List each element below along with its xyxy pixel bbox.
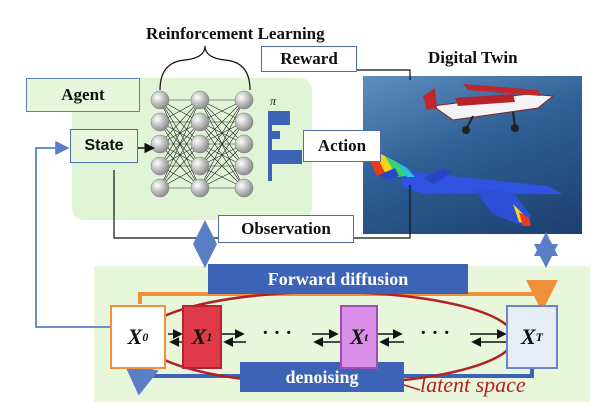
policy-bars (268, 111, 302, 181)
state-box: State (70, 129, 138, 163)
nn-node (190, 156, 210, 176)
nn-node (150, 90, 170, 110)
reward-brace (159, 45, 251, 91)
denoising-label: denoising (240, 362, 404, 392)
nn-node (190, 112, 210, 132)
nn-node (234, 178, 254, 198)
nn-edge (199, 143, 245, 189)
nn-node (190, 90, 210, 110)
nn-node (234, 112, 254, 132)
red-plane-icon (423, 84, 555, 134)
nn-edge (159, 99, 201, 167)
nn-edge (199, 99, 245, 167)
nn-edge (159, 121, 201, 189)
nn-nodes (150, 90, 254, 198)
rl-title: Reinforcement Learning (146, 24, 325, 43)
policy-symbol: π (270, 94, 277, 108)
nn-node (150, 112, 170, 132)
nn-node (150, 178, 170, 198)
nn-edge (159, 99, 201, 189)
reward-line (352, 69, 411, 80)
nn-edge (159, 99, 201, 145)
forward-diffusion-arrow (138, 280, 558, 312)
nn-edge (199, 99, 245, 145)
digital-twin-title: Digital Twin (428, 48, 518, 67)
nn-node (190, 178, 210, 198)
chain-ellipsis-left: · · · (262, 322, 293, 344)
nn-node (234, 156, 254, 176)
reward-label: Reward (261, 46, 357, 72)
nn-edge (159, 143, 201, 189)
chain-arrows (168, 329, 508, 347)
nn-edge (199, 121, 245, 189)
chain-ellipsis-right: · · · (420, 322, 451, 344)
nn-node (150, 156, 170, 176)
state-label: State (84, 137, 124, 154)
agent-label: Agent (26, 78, 140, 112)
nn-node (190, 134, 210, 154)
nn-node (234, 90, 254, 110)
forward-diffusion-label: Forward diffusion (208, 264, 468, 294)
nn-node (234, 134, 254, 154)
observation-label: Observation (218, 215, 354, 243)
nn-edge (199, 99, 245, 189)
x0-to-state-arrow (35, 140, 110, 328)
latent-space-label: latent space (420, 372, 526, 397)
action-label: Action (303, 130, 381, 162)
nn-node (150, 134, 170, 154)
